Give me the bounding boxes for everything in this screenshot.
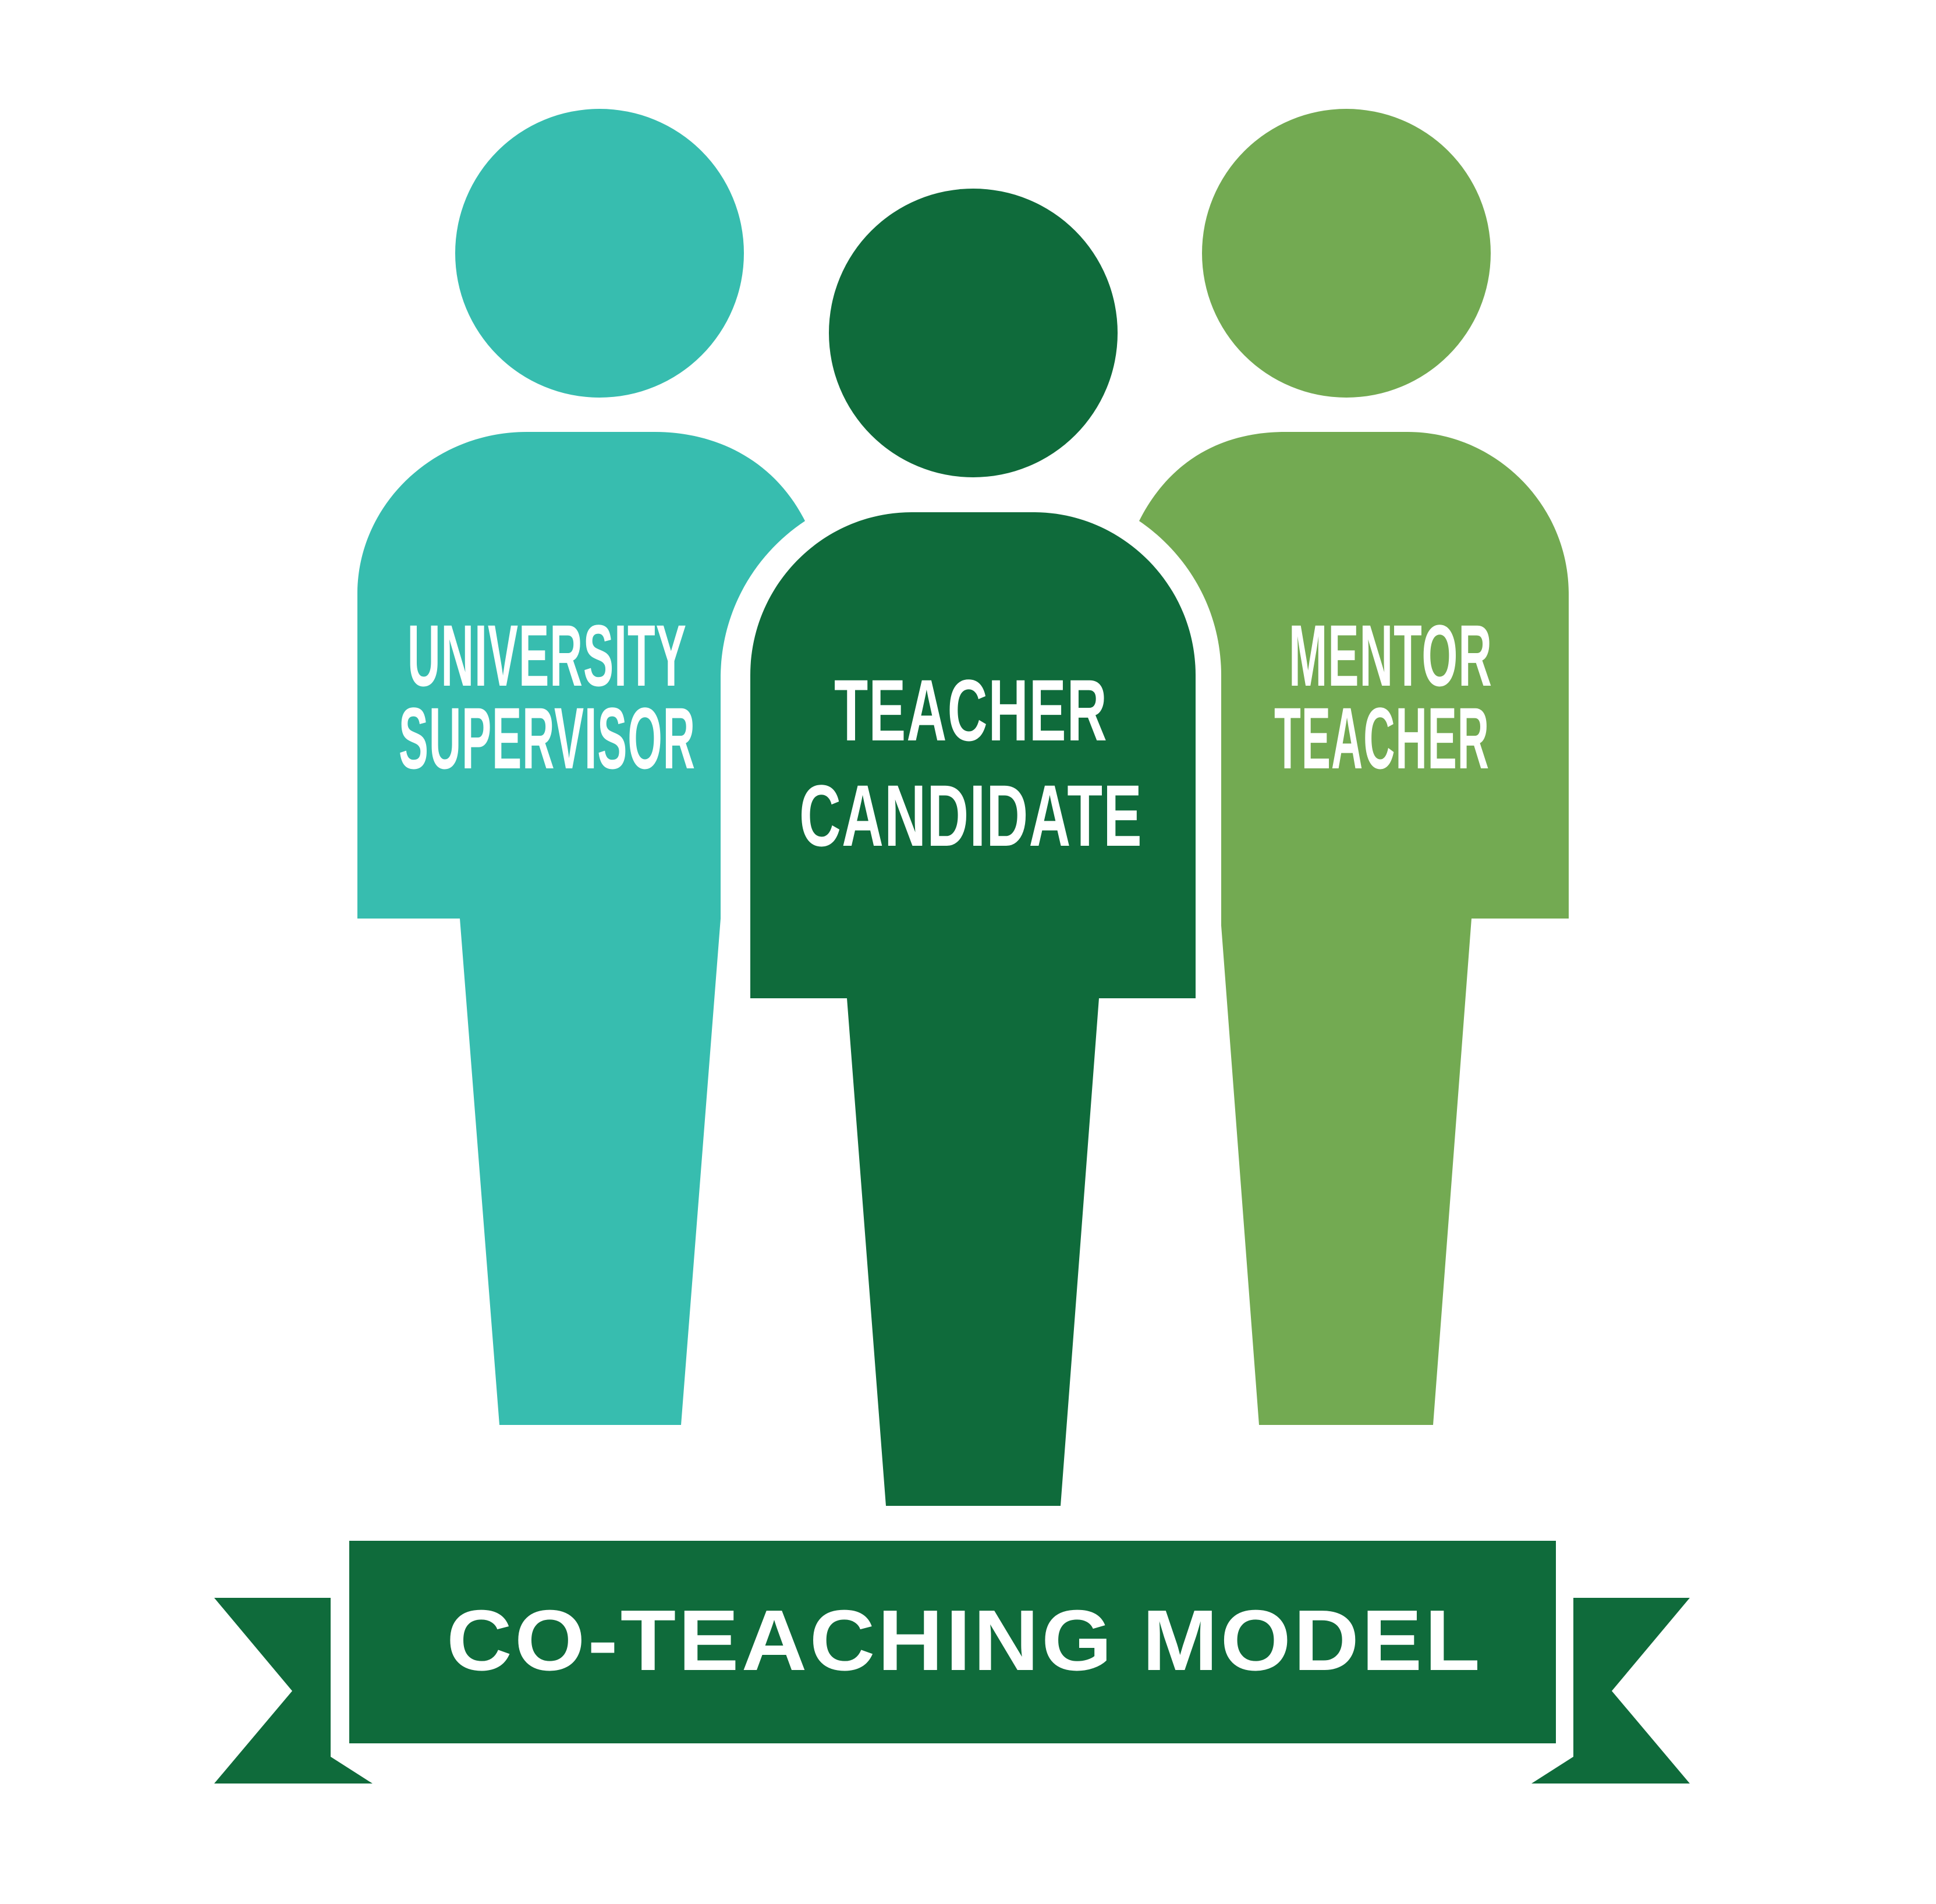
candidate-head xyxy=(829,189,1118,477)
banner-title: CO-TEACHING MODEL xyxy=(446,1593,1483,1689)
teacher-candidate-figure: TEACHER CANDIDATE xyxy=(750,189,1196,1506)
title-banner: CO-TEACHING MODEL xyxy=(214,1541,1690,1784)
banner-right-tail xyxy=(1531,1598,1690,1784)
mentor-body xyxy=(1139,432,1569,1425)
supervisor-body xyxy=(357,432,805,1425)
mentor-label-line2: TEACHER xyxy=(1274,689,1490,787)
mentor-head xyxy=(1202,109,1491,398)
banner-left-tail xyxy=(214,1598,373,1784)
candidate-label-line1: TEACHER xyxy=(834,661,1108,759)
university-supervisor-figure: UNIVERSITY SUPERVISOR xyxy=(357,109,805,1425)
candidate-label-line2: CANDIDATE xyxy=(799,767,1143,864)
supervisor-label-line1: UNIVERSITY xyxy=(407,607,687,704)
supervisor-label-line2: SUPERVISOR xyxy=(399,689,696,787)
candidate-body xyxy=(750,512,1196,1506)
mentor-teacher-figure: MENTOR TEACHER xyxy=(1139,109,1569,1425)
banner-main xyxy=(349,1541,1556,1743)
supervisor-head xyxy=(455,109,744,398)
mentor-label-line1: MENTOR xyxy=(1289,607,1492,704)
